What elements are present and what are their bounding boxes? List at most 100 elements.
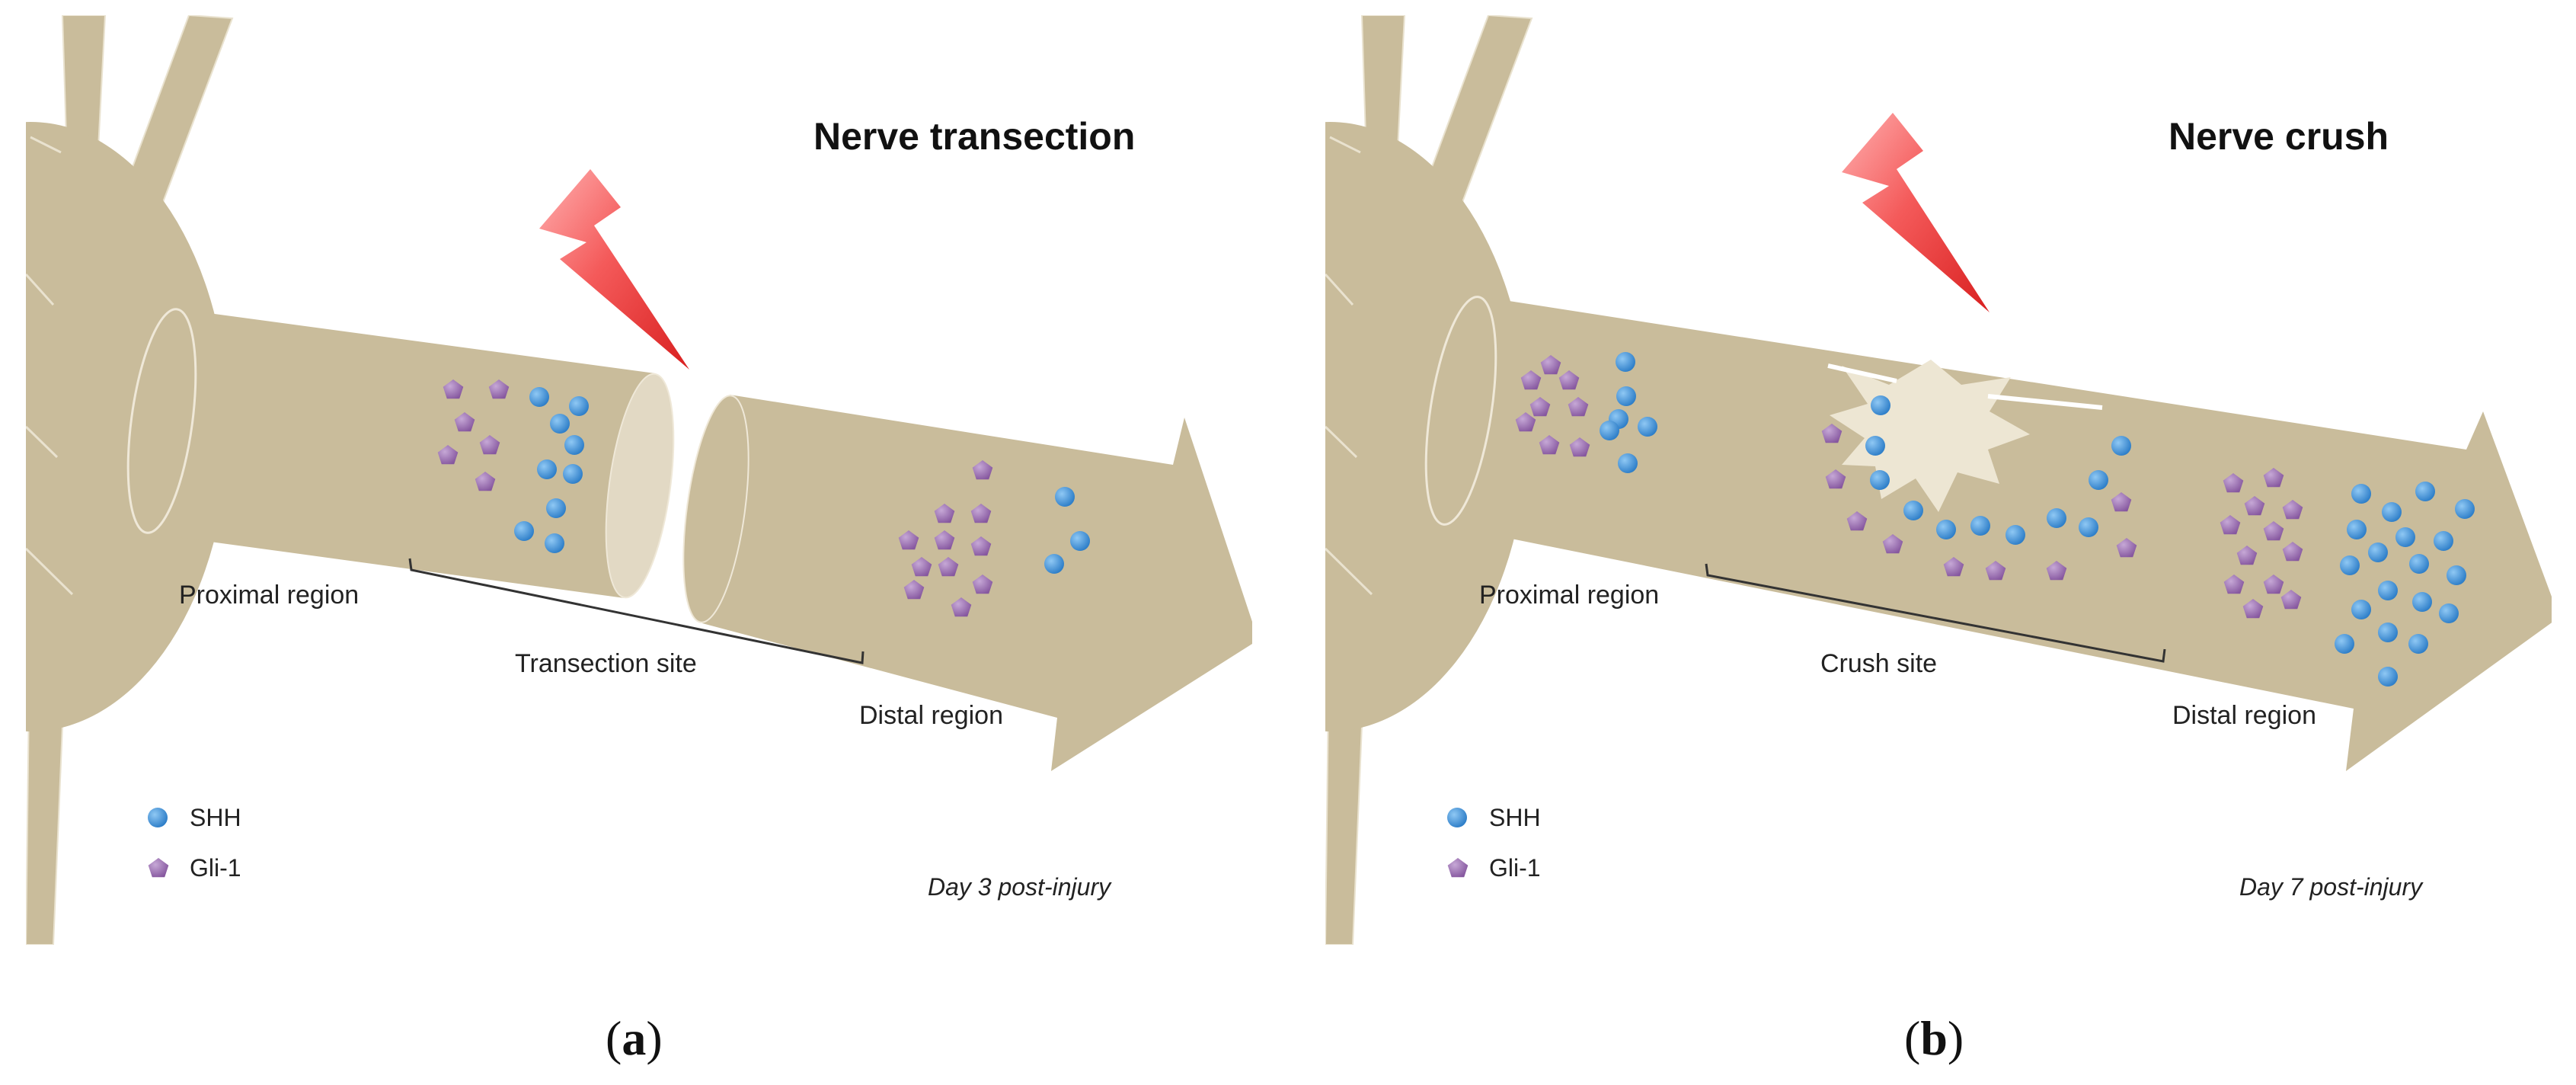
gli1-marker — [1821, 424, 1843, 443]
legend-gli1-icon — [148, 858, 169, 878]
lightning-icon — [1842, 113, 1990, 312]
crushed-nerve — [1447, 296, 2552, 771]
gli1-marker — [479, 435, 500, 455]
gli1-marker — [970, 504, 992, 523]
shh-marker — [2415, 482, 2435, 501]
shh-marker — [2447, 565, 2466, 585]
shh-marker — [2434, 531, 2453, 551]
gli1-marker — [2046, 561, 2067, 581]
cell-body — [26, 122, 229, 731]
panel-b-legend: SHH Gli-1 — [1447, 804, 1541, 882]
gli1-marker — [911, 557, 932, 577]
shh-marker — [2378, 623, 2398, 642]
shh-marker — [1618, 453, 1638, 473]
shh-marker — [537, 459, 557, 479]
gli1-marker — [2220, 515, 2241, 535]
gli1-marker — [1558, 370, 1580, 390]
transection-site-bracket — [408, 558, 865, 664]
panel-a-legend: SHH Gli-1 — [148, 804, 241, 882]
gli1-marker — [1943, 557, 1964, 577]
legend-shh-icon — [148, 808, 168, 827]
gli1-marker — [1529, 397, 1551, 417]
gli1-marker — [2223, 473, 2244, 493]
panel-b-neuron — [1325, 15, 2552, 945]
shh-marker — [2006, 525, 2025, 545]
gli1-marker — [454, 412, 475, 432]
legend-gli1-label: Gli-1 — [190, 854, 241, 882]
gli1-marker — [1825, 469, 1846, 489]
shh-marker — [2378, 581, 2398, 600]
shh-marker — [2409, 554, 2429, 574]
shh-marker — [514, 521, 534, 541]
shh-marker — [564, 435, 584, 455]
shh-marker — [2347, 520, 2367, 539]
shh-marker — [2439, 603, 2459, 623]
shh-marker — [563, 464, 583, 484]
shh-marker — [2382, 502, 2402, 522]
gli1-marker — [2244, 496, 2265, 516]
gli1-marker — [488, 379, 510, 399]
gli1-marker — [2263, 468, 2284, 488]
gli1-marker — [938, 557, 959, 577]
gli1-marker — [475, 472, 496, 491]
shh-marker — [2047, 508, 2066, 528]
panel-b-caption: (b) — [1904, 1011, 1964, 1065]
shh-marker — [2089, 470, 2108, 490]
gli1-marker — [1985, 561, 2006, 581]
shh-marker — [2340, 555, 2360, 575]
gli1-marker — [934, 530, 955, 550]
legend-shh-icon — [1447, 808, 1467, 827]
shh-marker — [550, 414, 570, 434]
gli1-marker — [2282, 500, 2303, 520]
crush-site-label: Crush site — [1820, 649, 1937, 678]
shh-marker — [569, 396, 589, 416]
gli1-marker — [2282, 542, 2303, 562]
proximal-region-label: Proximal region — [179, 581, 359, 610]
legend-gli1-label: Gli-1 — [1489, 854, 1541, 882]
shh-marker — [1903, 501, 1923, 520]
shh-marker — [546, 498, 566, 518]
shh-marker — [1070, 531, 1090, 551]
shh-marker — [1616, 352, 1635, 372]
shh-marker — [2378, 667, 2398, 687]
gli1-marker — [970, 536, 992, 556]
gli1-marker — [1882, 534, 1903, 554]
gli1-marker — [951, 597, 972, 617]
gli1-marker — [972, 575, 993, 594]
gli1-marker — [2236, 546, 2258, 565]
panel-b: Nerve crush Proximal region Crush site D… — [1325, 15, 2552, 945]
gli1-marker — [1540, 355, 1561, 375]
gli1-marker — [437, 445, 459, 465]
panel-b-molecules — [1515, 352, 2475, 687]
shh-marker — [2079, 517, 2098, 537]
gli1-marker — [898, 530, 919, 550]
shh-marker — [1871, 395, 1890, 415]
legend-shh-label: SHH — [1489, 804, 1541, 831]
shh-marker — [2111, 436, 2131, 456]
crush-site-bracket — [1705, 563, 2166, 663]
shh-marker — [2351, 600, 2371, 619]
shh-marker — [1616, 386, 1636, 406]
panel-a: Nerve transection Proximal region Transe… — [26, 15, 1252, 945]
shh-marker — [1638, 417, 1657, 437]
shh-marker — [1970, 516, 1990, 536]
shh-marker — [2455, 499, 2475, 519]
gli1-marker — [2263, 521, 2284, 541]
cell-body — [1325, 122, 1528, 731]
shh-marker — [2368, 542, 2388, 562]
proximal-cut-face — [605, 373, 675, 599]
gli1-marker — [972, 460, 993, 480]
distal-region-label: Distal region — [2172, 701, 2316, 730]
shh-marker — [545, 533, 564, 553]
gli1-marker — [2242, 599, 2264, 619]
legend-gli1-icon — [1447, 858, 1469, 878]
shh-marker — [1865, 436, 1885, 456]
transection-site-label: Transection site — [515, 649, 697, 678]
distal-cut-face — [682, 395, 749, 623]
shh-marker — [1870, 470, 1890, 490]
legend-shh-label: SHH — [190, 804, 241, 831]
panel-b-title: Nerve crush — [2169, 115, 2389, 158]
shh-marker — [1600, 421, 1619, 440]
panel-a-caption: (a) — [606, 1011, 663, 1065]
